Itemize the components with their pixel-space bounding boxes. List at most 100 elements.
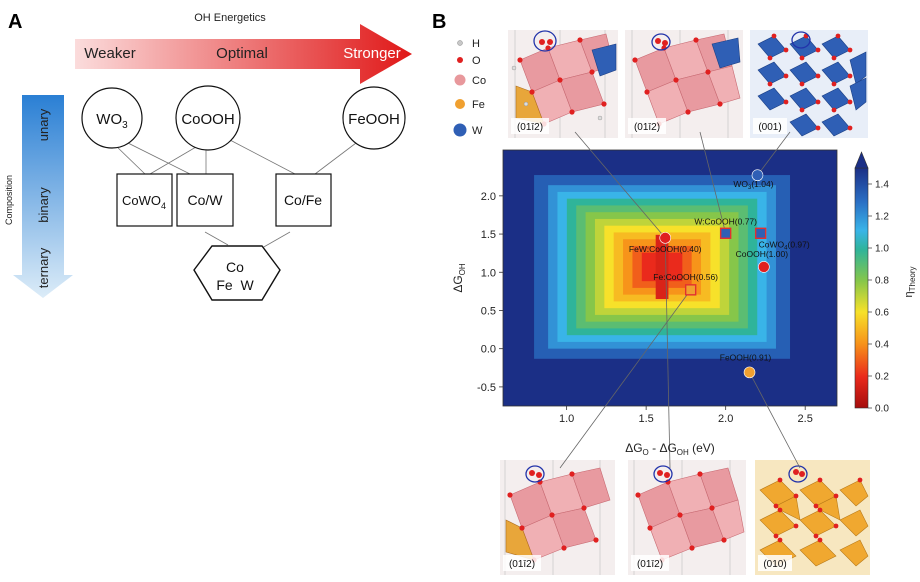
legend-h-label: H <box>472 38 480 50</box>
y-tick-label-1: 0.0 <box>481 344 496 356</box>
x-tick-label-1: 1.5 <box>638 413 653 425</box>
node-cooh <box>175 85 241 151</box>
legend-o-marker <box>457 57 463 63</box>
cbar-tick-label-3: 0.6 <box>875 308 889 319</box>
point-marker-1 <box>719 227 732 239</box>
y-tick-label-5: 2.0 <box>481 191 496 203</box>
x-tick-label-3: 2.5 <box>798 413 813 425</box>
legend-fe-marker <box>455 99 465 109</box>
structure-bottom-1: (01ī2) <box>500 460 615 575</box>
point-label-4: FeW:CoOOH(0.40) <box>629 244 702 254</box>
node-cowo4 <box>116 173 173 227</box>
facet-top-2: (01ī2) <box>634 122 660 133</box>
arrow-label-weaker: Weaker <box>84 45 135 62</box>
level-unary: unary <box>36 108 51 141</box>
node-ternary <box>193 245 281 301</box>
point-marker-4 <box>659 232 672 244</box>
leader-line-5 <box>749 372 801 469</box>
point-marker-6 <box>743 366 756 379</box>
colorbar <box>854 167 869 409</box>
oh-energetics-arrow <box>75 24 412 84</box>
cbar-tick-label-6: 1.2 <box>875 212 889 223</box>
point-label-2: CoWO4(0.97) <box>759 239 810 251</box>
legend-o-label: O <box>472 55 481 67</box>
node-ternary-bottom: Fe W <box>216 277 254 293</box>
node-feooh-label: FeOOH <box>348 111 400 128</box>
facet-top-3: (001) <box>758 122 781 133</box>
point-marker-5 <box>684 284 697 296</box>
legend-fe-label: Fe <box>472 99 485 111</box>
facet-bottom-3: (010) <box>763 559 786 570</box>
facet-bottom-1: (01ī2) <box>509 559 535 570</box>
leader-line-0 <box>574 131 666 239</box>
cbar-tick-label-5: 1.0 <box>875 244 889 255</box>
legend-w-marker <box>453 123 467 137</box>
point-marker-0 <box>751 169 764 182</box>
point-label-3: CoOOH(1.00) <box>736 249 789 259</box>
composition-arrow <box>13 95 73 298</box>
point-label-6: FeOOH(0.91) <box>720 352 772 362</box>
structure-leader-lines <box>559 131 801 469</box>
legend-co-label: Co <box>472 75 486 87</box>
node-ternary-top: Co <box>226 259 244 275</box>
composition-label: Composition <box>4 175 14 225</box>
facet-bottom-2: (01ī2) <box>637 559 663 570</box>
y-tick-label-4: 1.5 <box>481 229 496 241</box>
x-axis-title: ΔGO - ΔGOH (eV) <box>625 441 715 457</box>
point-marker-2 <box>754 227 767 239</box>
panel-a-letter: A <box>8 11 22 33</box>
point-label-1: W:CoOOH(0.77) <box>694 216 757 226</box>
point-marker-3 <box>758 261 770 273</box>
atom-legend: H O Co Fe W <box>453 38 486 137</box>
colorbar-extend-arrow <box>854 151 869 169</box>
y-axis-title: ΔGOH <box>451 263 467 293</box>
leader-line-4 <box>664 237 671 469</box>
node-co-w-label: Co/W <box>188 192 224 208</box>
structure-top-1: (01ī2) <box>508 30 618 138</box>
y-tick-label-2: 0.5 <box>481 305 496 317</box>
leader-line-3 <box>559 289 691 469</box>
cbar-tick-label-0: 0.0 <box>875 404 889 415</box>
legend-h-marker <box>457 40 463 46</box>
y-tick-label-0: -0.5 <box>477 382 496 394</box>
node-wo3 <box>81 87 143 149</box>
x-tick-label-2: 2.0 <box>718 413 733 425</box>
structure-top-2: (01ī2) <box>625 30 743 138</box>
node-cooh-label: CoOOH <box>181 111 234 128</box>
structure-bottom-3: (010) <box>755 460 870 575</box>
arrow-label-stronger: Stronger <box>343 45 401 62</box>
cbar-tick-label-4: 0.8 <box>875 276 889 287</box>
composition-connections <box>111 139 361 249</box>
plot-frame <box>502 149 838 407</box>
point-label-0: WO3(1.04) <box>733 179 773 191</box>
node-co-w <box>176 173 234 227</box>
data-points: WO3(1.04) W:CoOOH(0.77) CoWO4(0.97)CoOOH(1… <box>629 169 810 379</box>
y-tick-label-3: 1.0 <box>481 267 496 279</box>
oh-energetics-title: OH Energetics <box>194 12 266 24</box>
node-feooh <box>342 86 406 150</box>
colorbar-title: ηTheory <box>903 266 917 297</box>
facet-top-1: (01ī2) <box>517 122 543 133</box>
legend-co-marker <box>454 74 466 86</box>
x-tick-label-0: 1.0 <box>559 413 574 425</box>
legend-w-label: W <box>472 125 483 137</box>
heatmap-axes: 1.0 1.5 2.0 2.5 -0.5 0.0 0.5 1.0 1.5 2.0 <box>477 191 813 425</box>
cbar-tick-label-2: 0.4 <box>875 340 889 351</box>
node-cowo4-label: CoWO4 <box>122 193 166 211</box>
cbar-tick-label-1: 0.2 <box>875 372 889 383</box>
leader-line-2 <box>757 131 791 176</box>
colorbar-ticks: 0.0 0.2 0.4 0.6 0.8 1.0 1.2 1.4 <box>868 180 889 415</box>
node-co-fe <box>275 173 332 227</box>
structure-top-3: (001) <box>750 30 868 138</box>
cbar-tick-label-7: 1.4 <box>875 180 889 191</box>
node-wo3-label: WO3 <box>96 111 128 131</box>
structure-bottom-2: (01ī2) <box>628 460 746 575</box>
point-label-5: Fe:CoOOH(0.56) <box>653 272 718 282</box>
leader-line-1 <box>699 131 727 234</box>
node-co-fe-label: Co/Fe <box>284 192 322 208</box>
level-binary: binary <box>36 187 51 223</box>
panel-b-letter: B <box>432 11 446 33</box>
arrow-label-optimal: Optimal <box>216 45 268 62</box>
level-ternary: ternary <box>36 247 51 288</box>
